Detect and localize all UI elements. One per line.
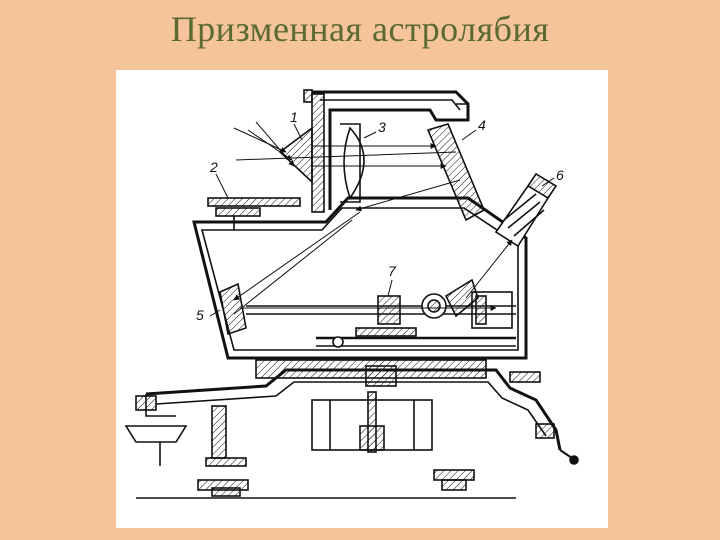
mirror-5 — [219, 282, 247, 336]
main-housing-inner — [200, 207, 519, 351]
slide-title: Призменная астролябия — [170, 9, 550, 49]
part-label-6: 6 — [556, 167, 564, 183]
part-label-4: 4 — [478, 117, 486, 133]
foot-right — [433, 469, 475, 481]
main-housing-outer — [192, 196, 528, 360]
part-label-2: 2 — [209, 159, 218, 175]
platform-2 — [207, 197, 301, 207]
mirror-4 — [426, 123, 486, 222]
prism — [278, 126, 313, 184]
part-label-3: 3 — [378, 119, 386, 135]
objective-plate — [311, 93, 325, 213]
part-label-7: 7 — [388, 263, 397, 279]
objective-lens — [343, 126, 365, 200]
part-label-5: 5 — [196, 307, 204, 323]
instrument-diagram-panel: 1 2 3 4 5 6 7 — [116, 70, 608, 528]
foot-left — [211, 487, 241, 497]
part-label-1: 1 — [290, 109, 298, 125]
upper-head-housing — [312, 90, 470, 210]
focusing-element-7 — [377, 295, 401, 325]
prism-astrolabe-diagram: 1 2 3 4 5 6 7 — [124, 89, 579, 499]
